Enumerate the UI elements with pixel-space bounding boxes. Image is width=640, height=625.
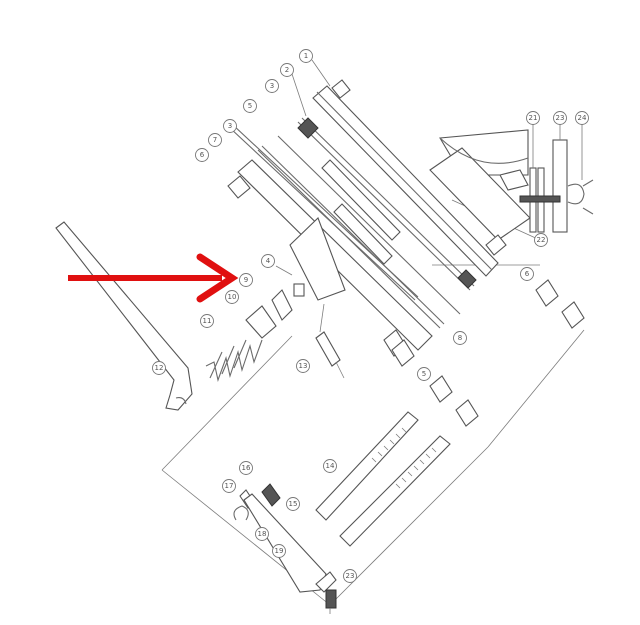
- svg-text:14: 14: [326, 462, 335, 470]
- svg-text:7: 7: [213, 136, 217, 144]
- svg-text:4: 4: [266, 257, 271, 265]
- callout-12: 12: [152, 361, 166, 375]
- spring: [205, 339, 263, 382]
- svg-text:18: 18: [258, 530, 267, 538]
- washers: [245, 289, 293, 339]
- callout-13: 13: [296, 359, 310, 373]
- callout-5b: 5: [417, 367, 431, 381]
- callout-4: 4: [261, 254, 275, 268]
- svg-text:8: 8: [458, 334, 462, 342]
- callout-22: 22: [534, 233, 548, 247]
- callout-23b: 23: [343, 569, 357, 583]
- svg-text:23: 23: [346, 572, 355, 580]
- callout-24: 24: [575, 111, 589, 125]
- svg-text:22: 22: [537, 236, 546, 244]
- callout-8: 8: [453, 331, 467, 345]
- callout-1: 1: [299, 49, 313, 63]
- svg-text:11: 11: [203, 317, 212, 325]
- callout-16: 16: [239, 461, 253, 475]
- svg-text:9: 9: [244, 276, 248, 284]
- callout-5: 5: [243, 99, 257, 113]
- red-pointer-arrow: [68, 253, 239, 303]
- callout-18: 18: [255, 527, 269, 541]
- svg-text:17: 17: [225, 482, 234, 490]
- part-19-bracket: [243, 493, 327, 593]
- part-12-lever: [55, 221, 193, 411]
- svg-text:21: 21: [529, 114, 538, 122]
- threaded-shafts: [315, 411, 451, 547]
- housing: [429, 129, 531, 241]
- bottom-assembly: [233, 483, 337, 614]
- callout-17: 17: [222, 479, 236, 493]
- callout-3b: 3: [223, 119, 237, 133]
- center-block: [275, 217, 346, 301]
- callout-7: 7: [208, 133, 222, 147]
- couplings: [383, 279, 585, 427]
- svg-text:5: 5: [248, 102, 252, 110]
- callout-11: 11: [200, 314, 214, 328]
- svg-text:23: 23: [556, 114, 565, 122]
- svg-text:2: 2: [285, 66, 289, 74]
- svg-text:12: 12: [155, 364, 164, 372]
- shaft-lower: [339, 435, 451, 547]
- svg-text:24: 24: [578, 114, 587, 122]
- callout-2: 2: [280, 63, 294, 77]
- rail-assembly: [229, 85, 499, 351]
- callout-6b: 6: [520, 267, 534, 281]
- callout-14: 14: [323, 459, 337, 473]
- svg-text:3: 3: [228, 122, 232, 130]
- part-9: [271, 289, 293, 321]
- callout-9: 9: [239, 273, 253, 287]
- callout-10: 10: [225, 290, 239, 304]
- part-10: [245, 305, 277, 339]
- lever: [55, 221, 193, 411]
- svg-text:13: 13: [299, 362, 308, 370]
- svg-text:15: 15: [289, 500, 298, 508]
- svg-text:10: 10: [228, 293, 237, 301]
- svg-text:19: 19: [275, 547, 284, 555]
- svg-text:1: 1: [304, 52, 308, 60]
- inner-bar: [333, 203, 393, 265]
- callout-19: 19: [272, 544, 286, 558]
- svg-text:6: 6: [200, 151, 205, 159]
- svg-text:6: 6: [525, 270, 530, 278]
- upper-bar: [321, 159, 401, 241]
- callout-15: 15: [286, 497, 300, 511]
- callout-21: 21: [526, 111, 540, 125]
- callout-23: 23: [553, 111, 567, 125]
- shaft-upper: [315, 411, 419, 521]
- svg-text:16: 16: [242, 464, 251, 472]
- callout-6: 6: [195, 148, 209, 162]
- callout-3: 3: [265, 79, 279, 93]
- top-bolts: [227, 59, 507, 289]
- part-4-block: [289, 217, 346, 301]
- clamp-parts: [519, 124, 594, 233]
- screw: [315, 303, 345, 379]
- guide-plate: [237, 159, 433, 351]
- svg-text:3: 3: [270, 82, 274, 90]
- svg-text:5: 5: [422, 370, 426, 378]
